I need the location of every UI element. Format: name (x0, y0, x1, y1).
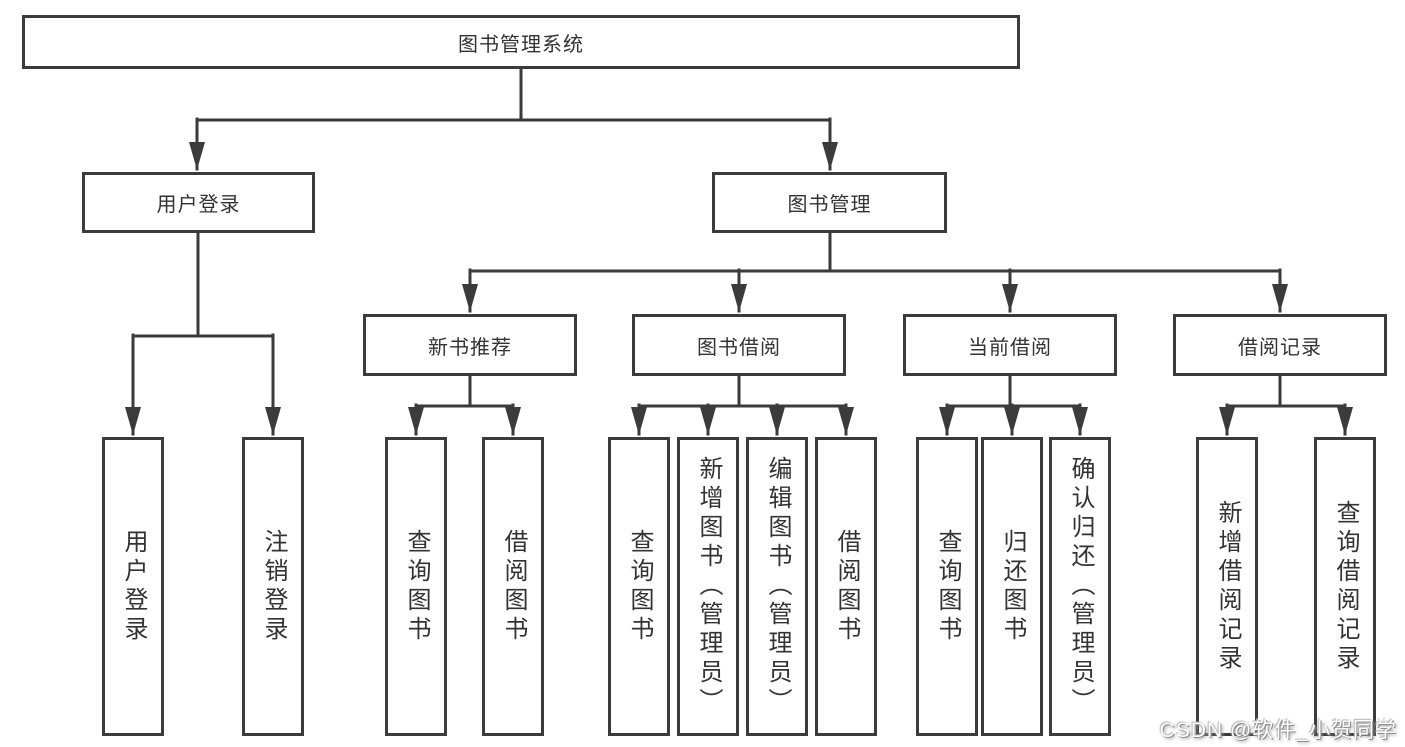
node-borrowing-records: 借阅记录 (1173, 314, 1387, 376)
node-root-system-label: 图书管理系统 (458, 33, 584, 56)
connector-book-mgmt-to-modules (462, 230, 1288, 313)
node-leaf-add-books-admin-label: 新增图书（管理员） (695, 456, 722, 717)
node-book-borrowing: 图书借阅 (632, 314, 846, 376)
node-book-borrowing-label: 图书借阅 (697, 336, 781, 359)
connector-new-book-to-leaves (408, 374, 521, 436)
node-borrowing-records-label: 借阅记录 (1238, 336, 1322, 359)
node-leaf-user-login: 用户登录 (102, 437, 164, 736)
node-leaf-query-borrow-record: 查询借阅记录 (1314, 437, 1376, 736)
node-leaf-add-borrow-record-label: 新增借阅记录 (1214, 499, 1241, 674)
node-current-borrowing: 当前借阅 (903, 314, 1117, 376)
node-leaf-return-books: 归还图书 (981, 437, 1043, 736)
node-leaf-query-books-3-label: 查询图书 (934, 528, 961, 645)
node-root-system: 图书管理系统 (22, 15, 1020, 69)
node-leaf-query-books-1: 查询图书 (385, 437, 447, 736)
node-leaf-add-books-admin: 新增图书（管理员） (677, 437, 739, 736)
node-leaf-query-books-1-label: 查询图书 (403, 528, 430, 645)
node-leaf-add-borrow-record: 新增借阅记录 (1196, 437, 1258, 736)
node-leaf-borrow-books-2: 借阅图书 (815, 437, 877, 736)
node-leaf-user-login-label: 用户登录 (120, 528, 147, 645)
node-leaf-query-books-2: 查询图书 (608, 437, 670, 736)
node-book-management-branch: 图书管理 (712, 172, 947, 233)
csdn-watermark: CSDN @软件_小贺同学 (1159, 719, 1397, 742)
connector-borrow-records-to-leaves (1219, 374, 1353, 436)
node-book-management-branch-label: 图书管理 (787, 194, 872, 216)
node-user-login-branch-label: 用户登录 (156, 194, 241, 216)
node-leaf-borrow-books-1-label: 借阅图书 (500, 528, 527, 645)
node-leaf-logout: 注销登录 (242, 437, 304, 736)
node-current-borrowing-label: 当前借阅 (968, 336, 1052, 359)
node-leaf-confirm-return-admin: 确认归还（管理员） (1049, 437, 1111, 736)
node-leaf-confirm-return-admin-label: 确认归还（管理员） (1067, 456, 1094, 717)
node-leaf-borrow-books-2-label: 借阅图书 (833, 528, 860, 645)
connector-root-to-branches (189, 66, 838, 171)
connector-book-borrow-to-leaves (631, 374, 854, 436)
node-new-book-recommendation-label: 新书推荐 (428, 336, 512, 359)
connector-current-borrow-to-leaves (939, 374, 1088, 436)
node-leaf-query-books-3: 查询图书 (916, 437, 978, 736)
node-leaf-edit-books-admin: 编辑图书（管理员） (746, 437, 808, 736)
node-leaf-borrow-books-1: 借阅图书 (482, 437, 544, 736)
node-leaf-logout-label: 注销登录 (260, 528, 287, 645)
node-leaf-query-books-2-label: 查询图书 (626, 528, 653, 645)
node-leaf-edit-books-admin-label: 编辑图书（管理员） (764, 456, 791, 717)
connector-user-login-to-leaves (125, 230, 281, 436)
node-user-login-branch: 用户登录 (82, 172, 315, 233)
node-leaf-query-borrow-record-label: 查询借阅记录 (1332, 499, 1359, 674)
node-new-book-recommendation: 新书推荐 (363, 314, 577, 376)
node-leaf-return-books-label: 归还图书 (999, 528, 1026, 645)
